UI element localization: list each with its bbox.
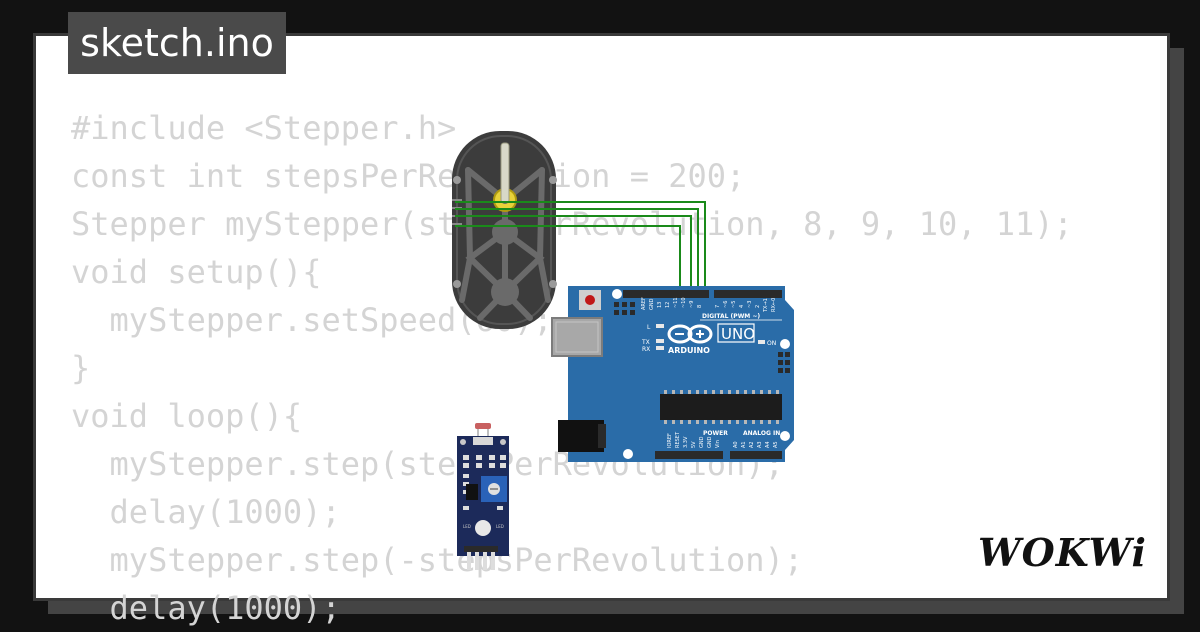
on-label: ON <box>767 340 776 347</box>
svg-text:LED: LED <box>463 524 471 529</box>
wire <box>455 208 699 296</box>
svg-text:~6: ~6 <box>723 301 729 308</box>
svg-text:3.3V: 3.3V <box>683 436 689 448</box>
svg-text:LED: LED <box>496 524 504 529</box>
svg-text:~3: ~3 <box>747 301 753 308</box>
svg-text:~5: ~5 <box>731 301 737 308</box>
svg-text:~10: ~10 <box>681 297 687 308</box>
svg-text:2: 2 <box>755 305 761 308</box>
digital-label: DIGITAL (PWM ~) <box>702 313 760 320</box>
svg-text:~11: ~11 <box>673 297 679 308</box>
svg-text:12: 12 <box>665 302 671 308</box>
code-line: } <box>71 349 91 387</box>
code-line: void setup(){ <box>71 253 322 291</box>
svg-text:GND: GND <box>699 436 705 448</box>
code-line: #include <Stepper.h> <box>71 109 457 147</box>
arduino-logo <box>667 324 713 344</box>
svg-text:13: 13 <box>657 302 663 308</box>
svg-text:7: 7 <box>715 305 721 308</box>
svg-text:A0: A0 <box>733 441 739 448</box>
svg-text:~9: ~9 <box>689 301 695 308</box>
led-l-label: L <box>647 324 651 331</box>
svg-text:A1: A1 <box>741 441 747 448</box>
code-line: delay(1000); <box>71 493 341 531</box>
photoresistor-sensor-module[interactable]: LED LED <box>457 423 509 570</box>
led-rx-label: RX <box>642 346 650 353</box>
file-tab-label: sketch.ino <box>80 21 274 65</box>
svg-text:TX→1: TX→1 <box>763 298 769 313</box>
svg-text:5V: 5V <box>691 441 697 448</box>
svg-text:A5: A5 <box>773 441 779 448</box>
svg-text:Vin: Vin <box>715 440 721 448</box>
svg-text:8: 8 <box>697 305 703 308</box>
board-brand: ARDUINO <box>668 346 710 355</box>
arduino-uno-board[interactable]: AREF GND 13 12 ~11 ~10 ~9 8 7 ~6 ~5 4 ~3… <box>551 286 794 462</box>
code-line: myStepper.step(-stepsPerRevolution); <box>71 541 804 579</box>
svg-text:4: 4 <box>739 305 745 308</box>
wire <box>455 201 706 296</box>
power-label: POWER <box>703 430 728 437</box>
svg-text:A3: A3 <box>757 441 763 448</box>
svg-text:GND: GND <box>707 436 713 448</box>
led-tx-label: TX <box>641 339 650 346</box>
svg-text:RESET: RESET <box>675 431 681 448</box>
analog-label: ANALOG IN <box>743 430 780 437</box>
svg-text:A2: A2 <box>749 441 755 448</box>
svg-text:IOREF: IOREF <box>667 433 673 448</box>
file-tab[interactable]: sketch.ino <box>68 12 286 74</box>
code-line: void loop(){ <box>71 397 303 435</box>
svg-text:GND: GND <box>649 298 655 310</box>
wire <box>455 215 692 296</box>
wire <box>455 225 681 296</box>
wokwi-logo: WOKWi <box>978 530 1147 575</box>
svg-text:AREF: AREF <box>641 297 647 310</box>
board-model: UNO <box>721 325 755 343</box>
svg-text:RX←0: RX←0 <box>771 298 777 312</box>
stepper-motor[interactable] <box>452 131 557 329</box>
code-line: delay(1000); <box>71 589 341 627</box>
svg-text:A4: A4 <box>765 441 771 448</box>
wires <box>455 201 706 296</box>
wokwi-logo-text: WOKWi <box>978 530 1147 575</box>
atmega-chip <box>660 394 782 420</box>
